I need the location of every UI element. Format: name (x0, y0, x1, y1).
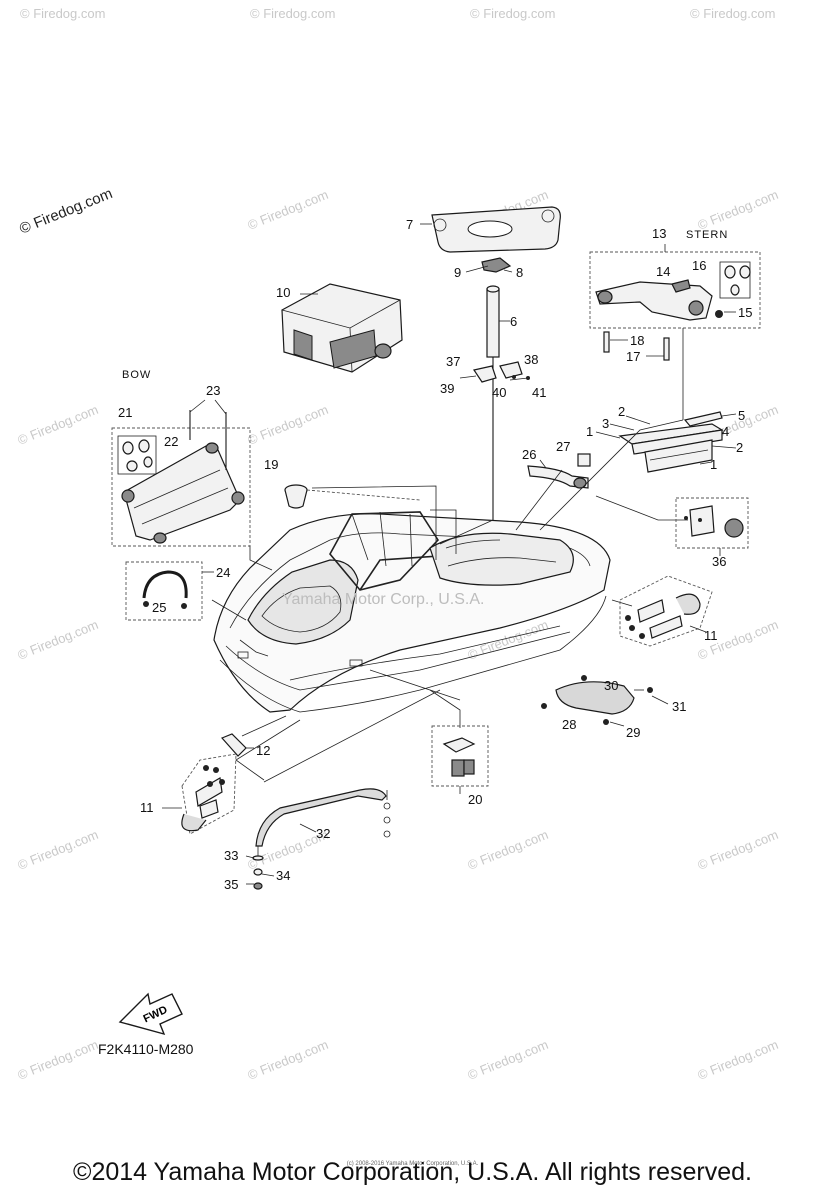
part-10-cooler (281, 283, 403, 373)
part-26-27-fitting (527, 453, 591, 489)
part-6-pedestal (486, 285, 510, 520)
callout: 2 (618, 404, 625, 419)
callout: 6 (510, 314, 517, 329)
diagram-code: F2K4110-M280 (98, 1041, 194, 1057)
part-36-drain-plate (675, 497, 749, 556)
callout: 4 (722, 424, 729, 439)
watermark: © Firedog.com (696, 1037, 781, 1083)
callout: 19 (264, 457, 278, 472)
callout: 40 (492, 385, 506, 400)
firedog-note: © Firedog.com (17, 185, 115, 238)
fwd-arrow-icon: FWD (118, 992, 183, 1036)
callout: 1 (710, 457, 717, 472)
callout: 24 (216, 565, 230, 580)
callout-numbers: 7 9 8 6 10 37 38 39 40 41 13 14 16 15 18… (118, 217, 752, 892)
watermark: © Firedog.com (696, 187, 781, 233)
part-20-box (431, 725, 489, 794)
part-1-5-rails (595, 411, 737, 473)
watermark: © Firedog.com (16, 402, 101, 448)
watermark: © Firedog.com (470, 6, 555, 21)
callout: 36 (712, 554, 726, 569)
callout: 17 (626, 349, 640, 364)
watermark: © Firedog.com (246, 402, 331, 448)
callout: 39 (440, 381, 454, 396)
callout: 3 (602, 416, 609, 431)
callout: 29 (626, 725, 640, 740)
overlay-watermark: Yamaha Motor Corp., U.S.A. (282, 591, 484, 608)
leader-lines (211, 419, 688, 783)
callout: 11 (140, 800, 154, 815)
callout: 2 (736, 440, 743, 455)
part-28-31-handle (541, 675, 669, 727)
callout: 37 (446, 354, 460, 369)
watermark: © Firedog.com (466, 1037, 551, 1083)
callout: 16 (692, 258, 706, 273)
callout: 32 (316, 826, 330, 841)
part-13-stern-box (589, 244, 761, 420)
callout: 22 (164, 434, 178, 449)
watermark: © Firedog.com (246, 1037, 331, 1083)
callout: 28 (562, 717, 576, 732)
part-24-hose-box (125, 561, 214, 621)
callout: 7 (406, 217, 413, 232)
tiny-credit: (c) 2008-2016 Yamaha Motor Corporation, … (346, 1161, 479, 1167)
callout: 14 (656, 264, 670, 279)
callout: 31 (672, 699, 686, 714)
callout: 34 (276, 868, 290, 883)
watermark: © Firedog.com (696, 827, 781, 873)
bow-ladder-box (111, 399, 251, 547)
boat-hull (213, 511, 611, 713)
callout: 13 (652, 226, 666, 241)
part-12-bracket (220, 733, 254, 757)
callout: 21 (118, 405, 132, 420)
callout: 23 (206, 383, 220, 398)
callout: 15 (738, 305, 752, 320)
watermark: © Firedog.com (690, 6, 775, 21)
watermark: © Firedog.com (16, 617, 101, 663)
watermark: © Firedog.com (250, 6, 335, 21)
part-32-rail (255, 788, 391, 847)
callout: 10 (276, 285, 290, 300)
callout: 35 (224, 877, 238, 892)
callout: 18 (630, 333, 644, 348)
callout: 11 (704, 628, 718, 643)
watermark: © Firedog.com (16, 1037, 101, 1083)
part-19-cupholder (284, 484, 421, 509)
callout: 9 (454, 265, 461, 280)
part-7-cushion (420, 206, 561, 253)
part-8-9-bracket (465, 257, 513, 273)
callout: 8 (516, 265, 523, 280)
bow-label: BOW (122, 369, 151, 381)
part-11-left-tow-eye (162, 753, 237, 835)
callout: 38 (524, 352, 538, 367)
callout: 30 (604, 678, 618, 693)
copyright-footer: ©2014 Yamaha Motor Corporation, U.S.A. A… (73, 1158, 752, 1186)
watermark: © Firedog.com (20, 6, 105, 21)
part-11-right-tow-eye (619, 575, 713, 647)
callout: 12 (256, 743, 270, 758)
watermark: © Firedog.com (246, 187, 331, 233)
callout: 27 (556, 439, 570, 454)
callout: 41 (532, 385, 546, 400)
part-33-35-fasteners (245, 846, 275, 890)
watermark: © Firedog.com (16, 827, 101, 873)
callout: 5 (738, 408, 745, 423)
stern-label: STERN (686, 229, 728, 241)
callout: 25 (152, 600, 166, 615)
callout: 1 (586, 424, 593, 439)
part-37-41-base (459, 361, 530, 383)
watermark: © Firedog.com (466, 827, 551, 873)
callout: 26 (522, 447, 536, 462)
callout: 20 (468, 792, 482, 807)
callout: 33 (224, 848, 238, 863)
